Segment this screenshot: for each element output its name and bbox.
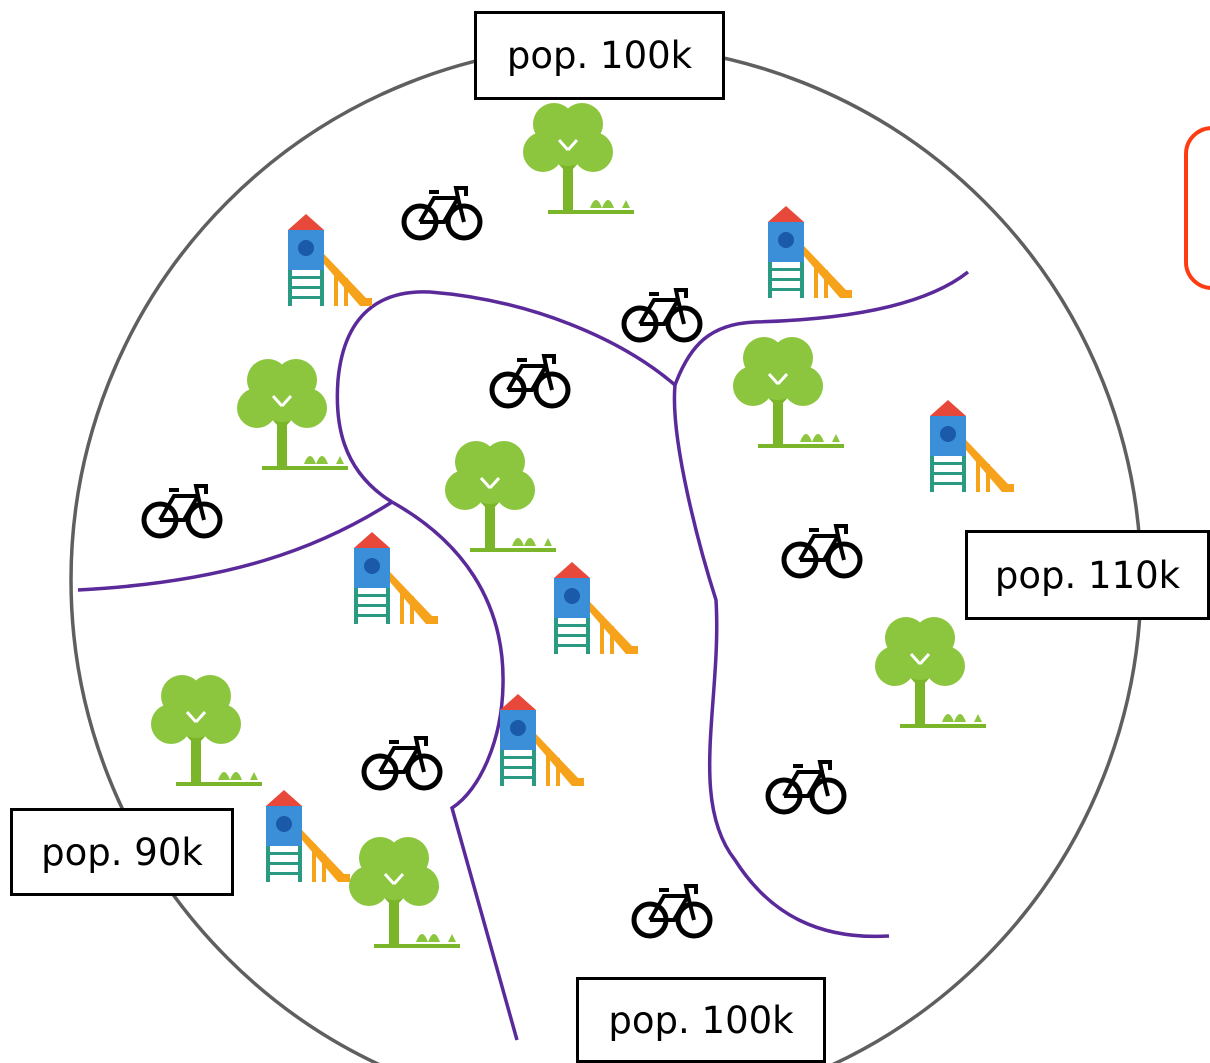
border-east bbox=[672, 384, 890, 939]
border-west bbox=[77, 500, 393, 592]
border-central-south bbox=[391, 500, 519, 1041]
population-label-east: pop. 110k bbox=[965, 530, 1210, 620]
callout-box bbox=[1184, 126, 1210, 290]
population-label-north: pop. 100k bbox=[474, 11, 725, 100]
district-borders bbox=[77, 270, 970, 1041]
population-label-south: pop. 100k bbox=[576, 977, 826, 1063]
border-east-north bbox=[673, 270, 970, 386]
population-label-west: pop. 90k bbox=[10, 808, 234, 896]
border-central-north bbox=[335, 290, 677, 504]
